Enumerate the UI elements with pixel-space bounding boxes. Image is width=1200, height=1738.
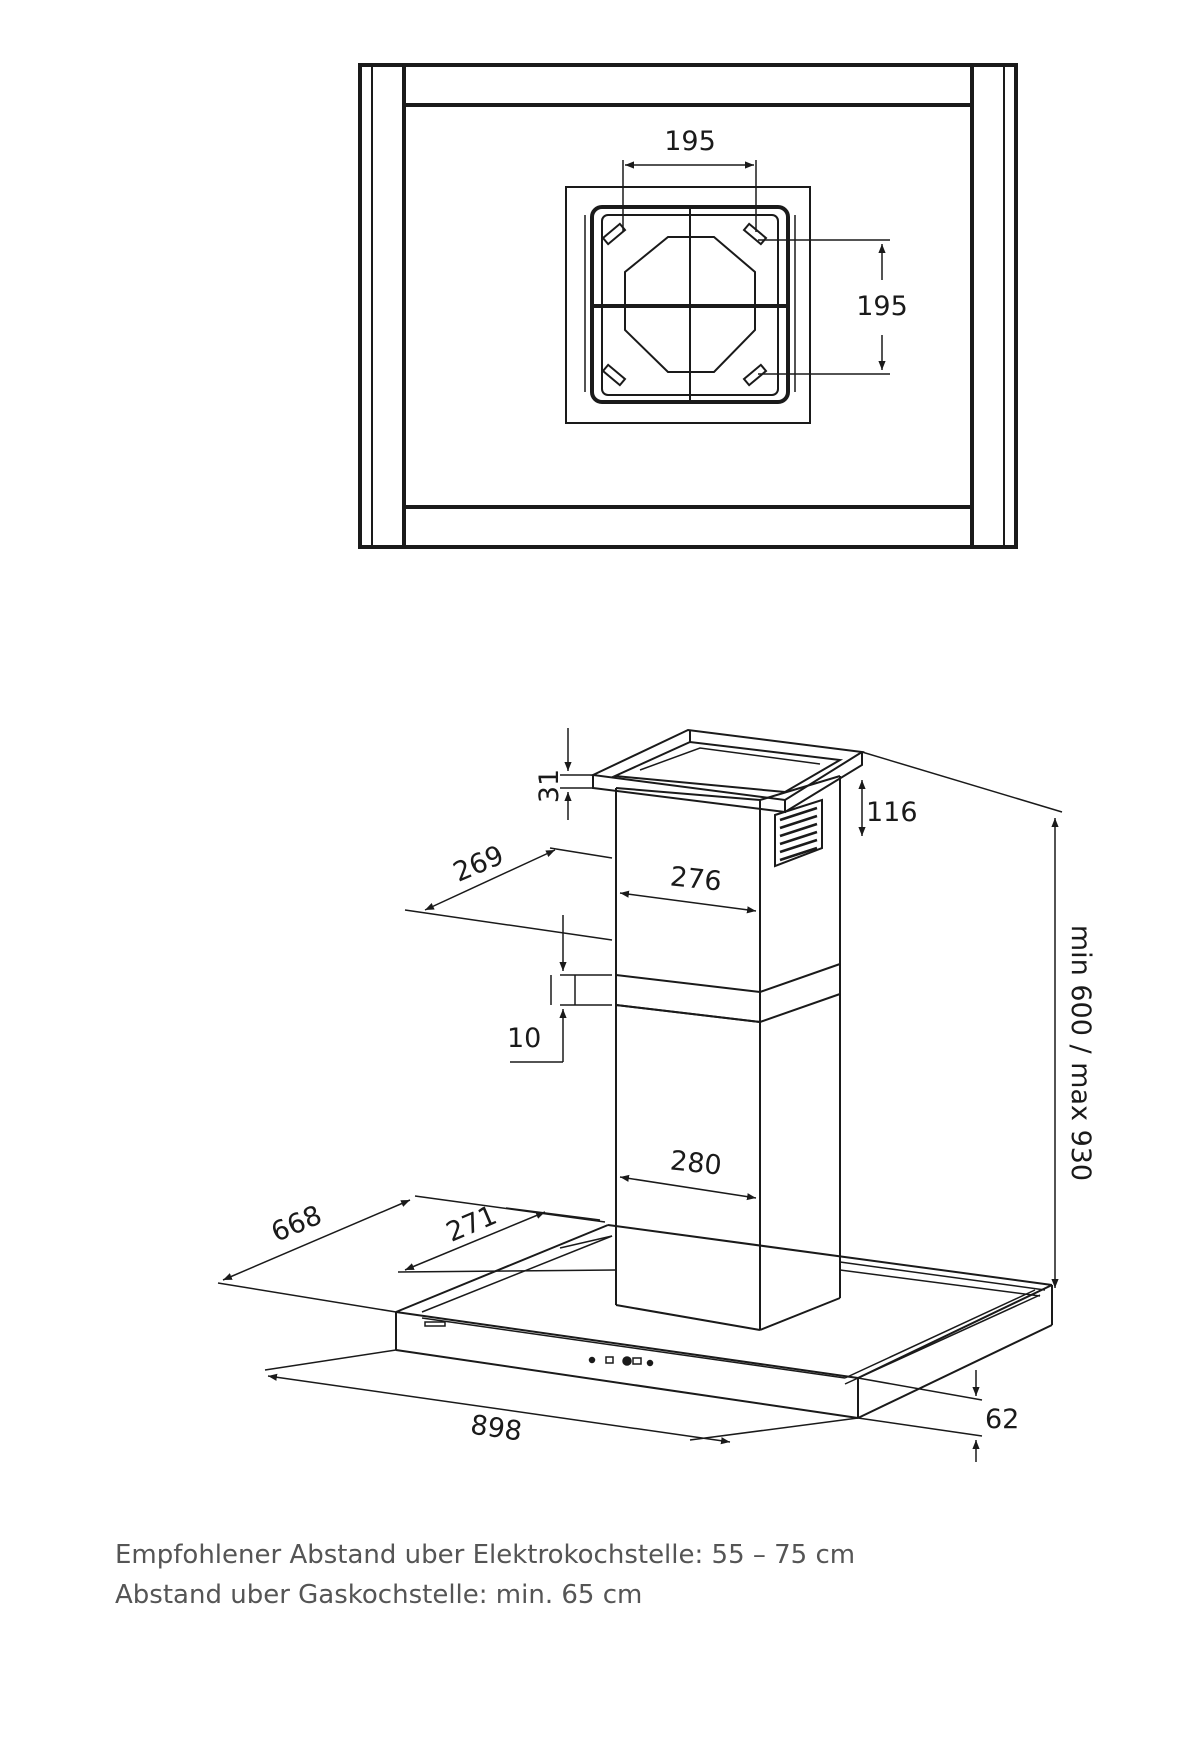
dim-10-lines <box>510 915 612 1063</box>
dim-898-label: 898 <box>469 1410 524 1448</box>
chimney-collar <box>615 963 841 1023</box>
dim-height-range-label: min 600 / max 930 <box>1065 925 1096 1181</box>
hood-canopy <box>395 1224 1053 1419</box>
front-view <box>217 728 1063 1462</box>
top-view-outer-frame <box>358 63 1018 549</box>
dim-276-label: 276 <box>669 861 724 897</box>
dim-10-label: 10 <box>507 1023 541 1054</box>
dim-269-lines <box>404 847 613 941</box>
top-view-mounting-plate <box>565 186 811 424</box>
dim-height-range-lines <box>861 751 1063 1288</box>
dim-280-lines <box>619 1174 757 1201</box>
installation-notes: Empfohlener Abstand uber Elektrokochstel… <box>115 1535 855 1615</box>
upper-chimney <box>615 775 841 992</box>
note-gas-cooktop: Abstand uber Gaskochstelle: min. 65 cm <box>115 1580 643 1610</box>
note-electric-cooktop: Empfohlener Abstand uber Elektrokochstel… <box>115 1540 856 1570</box>
lower-chimney <box>615 993 841 1331</box>
dim-668-label: 668 <box>267 1200 327 1249</box>
dim-62-label: 62 <box>985 1404 1019 1435</box>
dim-276-lines <box>619 890 757 914</box>
dim-271-lines <box>397 1207 617 1273</box>
dim-31-lines <box>560 728 593 820</box>
dim-898-lines <box>264 1349 859 1445</box>
top-view <box>358 63 1018 549</box>
dim-116-label: 116 <box>866 797 918 828</box>
top-view-dim-height: 195 <box>856 291 908 322</box>
vent-grille <box>774 798 823 868</box>
control-panel <box>424 1321 654 1367</box>
dim-62-lines <box>857 1370 983 1462</box>
dim-31-label: 31 <box>534 769 565 803</box>
top-view-octagon-outlet <box>624 236 756 373</box>
dim-269-label: 269 <box>449 840 509 889</box>
dim-280-label: 280 <box>669 1145 724 1181</box>
top-view-dim-width: 195 <box>664 126 716 157</box>
